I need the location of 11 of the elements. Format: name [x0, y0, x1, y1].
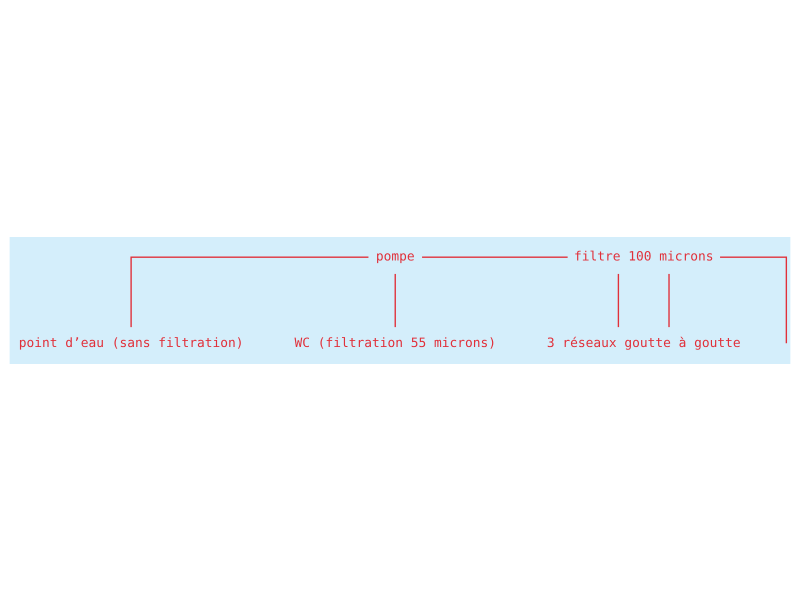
connector: [720, 256, 788, 343]
connector: [618, 273, 620, 327]
connector: [394, 273, 396, 327]
node-text: point d’eau (sans filtration): [18, 336, 244, 351]
connector: [130, 256, 368, 327]
node-text: pompe: [376, 249, 415, 264]
node-text: WC (filtration 55 microns): [294, 336, 496, 351]
connector: [668, 273, 670, 327]
connector: [422, 256, 568, 258]
node-text: filtre 100 microns: [574, 249, 714, 264]
node-text: 3 réseaux goutte à goutte: [546, 336, 741, 351]
